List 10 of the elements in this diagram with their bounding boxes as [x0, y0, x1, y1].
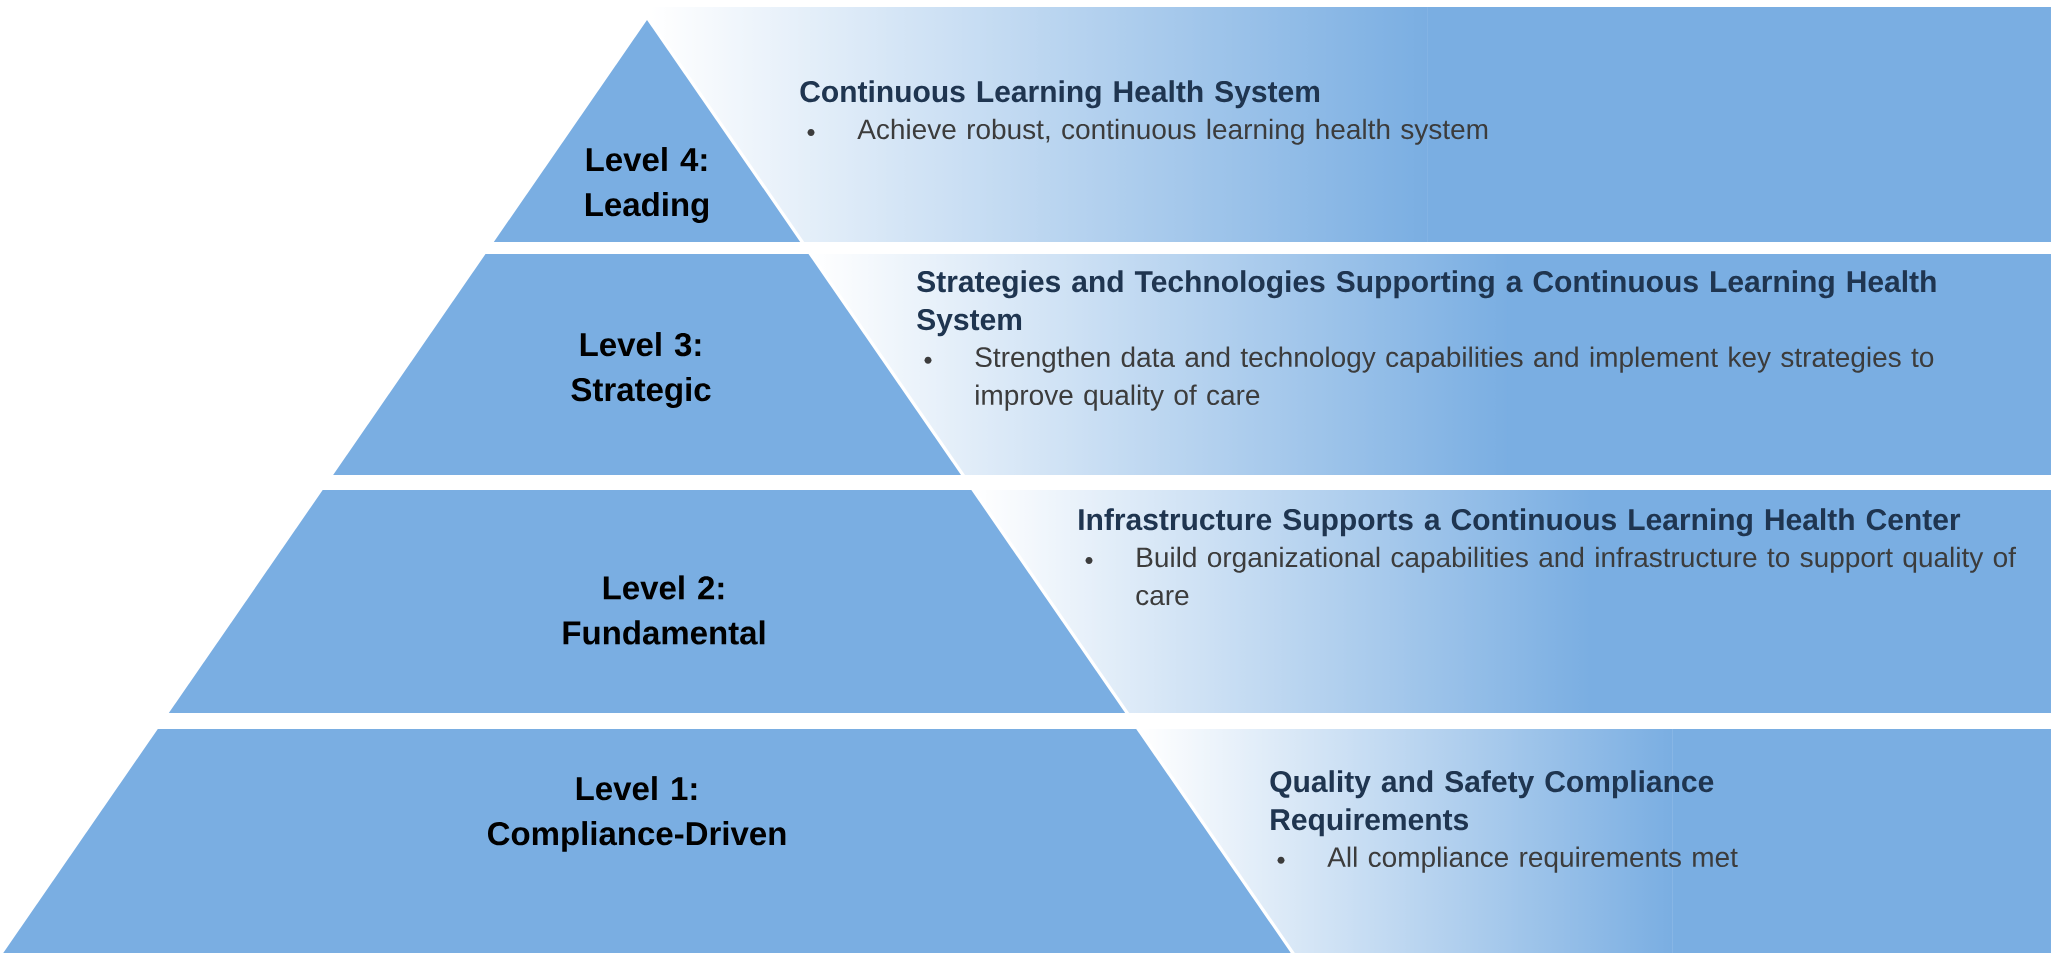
bullet-text: Achieve robust, continuous learning health system [857, 118, 1488, 145]
text-band [1079, 490, 2051, 713]
bullet-text: Build organizational capabilities and infrastructure to support quality of care [1136, 546, 2016, 606]
text-band [917, 254, 2051, 475]
bullet-text: All compliance requirements met [1327, 846, 1738, 873]
band-heading: Continuous Learning Health System [800, 80, 1320, 109]
text-band [800, 7, 2051, 242]
pyramid-triangle: Level 4: Leading [493, 20, 801, 242]
bullet-text: Strengthen data and technology capabilities and implement key strategies to improve quality of care [975, 346, 1934, 411]
text-band [1270, 729, 2051, 953]
